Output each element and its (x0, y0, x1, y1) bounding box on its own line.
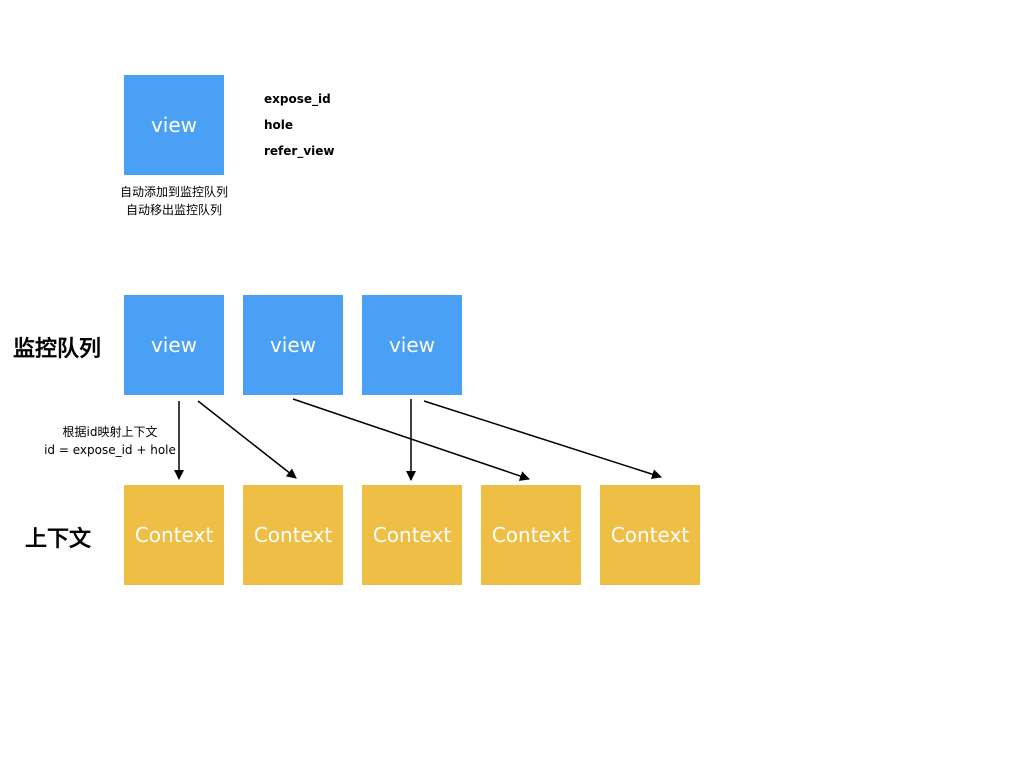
arrow-view1-to-context2 (197, 400, 297, 479)
queue-view-1-label: view (150, 333, 198, 357)
context-box-3-label: Context (372, 523, 452, 547)
queue-view-3-label: view (388, 333, 436, 357)
queue-view-2: view (243, 295, 343, 395)
queue-label: 监控队列 (13, 337, 102, 362)
mapping-line-2: id = expose_id + hole (44, 443, 176, 457)
mapping-note: 根据id映射上下文 id = expose_id + hole (44, 423, 176, 459)
field-expose-id: expose_id (264, 92, 331, 106)
mapping-line-1: 根据id映射上下文 (62, 425, 158, 439)
top-view-label: view (150, 113, 198, 137)
top-notes: 自动添加到监控队列 自动移出监控队列 (104, 183, 244, 219)
context-label: 上下文 (25, 527, 92, 552)
queue-view-1: view (124, 295, 224, 395)
context-box-2: Context (243, 485, 343, 585)
context-box-3: Context (362, 485, 462, 585)
queue-view-3: view (362, 295, 462, 395)
context-box-4: Context (481, 485, 581, 585)
context-box-5: Context (600, 485, 700, 585)
arrow-view3-to-context5 (423, 400, 662, 480)
top-view-box: view (124, 75, 224, 175)
context-box-1: Context (124, 485, 224, 585)
field-hole: hole (264, 118, 294, 132)
context-box-1-label: Context (134, 523, 214, 547)
context-box-2-label: Context (253, 523, 333, 547)
field-refer-view: refer_view (264, 144, 335, 158)
note-auto-remove: 自动移出监控队列 (125, 203, 222, 217)
context-box-4-label: Context (491, 523, 571, 547)
note-auto-add: 自动添加到监控队列 (119, 185, 228, 199)
queue-view-2-label: view (269, 333, 317, 357)
context-box-5-label: Context (610, 523, 690, 547)
view-properties: expose_id hole refer_view (264, 92, 335, 170)
